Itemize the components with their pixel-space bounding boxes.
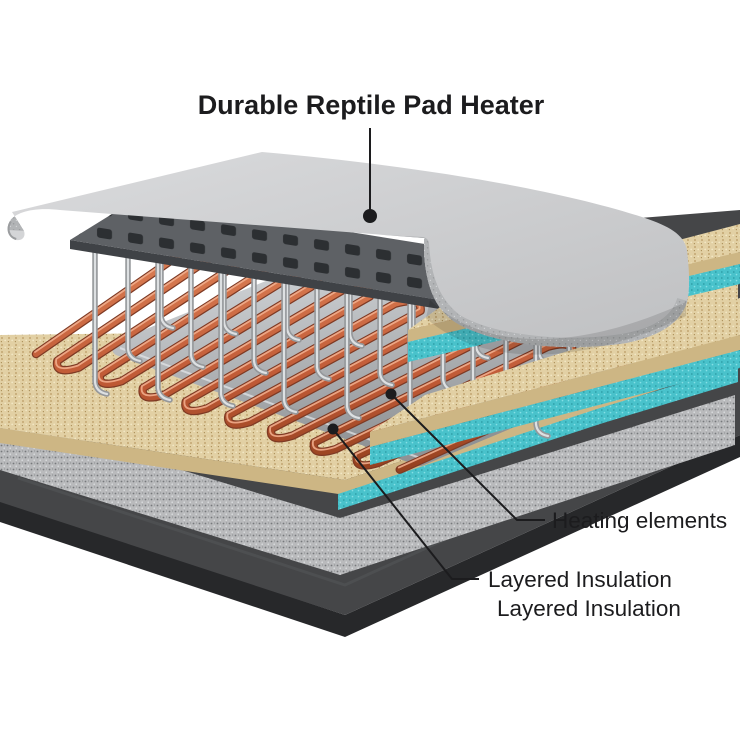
connector-pin bbox=[252, 245, 268, 375]
callout-layered-insulation: Layered Insulation Layered Insulation bbox=[327, 423, 681, 621]
callout-line-insulation bbox=[332, 428, 479, 580]
connector-pin bbox=[222, 218, 238, 336]
drape-shadow bbox=[426, 300, 686, 355]
callout-heating-elements: Heating elements bbox=[385, 388, 727, 533]
felt-insulation-layer bbox=[0, 395, 735, 575]
connector-pin bbox=[156, 252, 172, 402]
connector-pin bbox=[345, 282, 361, 420]
layered-insulation-label-1: Layered Insulation bbox=[488, 567, 672, 592]
foam-insulation-edge-lower bbox=[338, 366, 738, 510]
callout-dot-title bbox=[363, 209, 377, 223]
connector-pin bbox=[189, 235, 205, 369]
connector-pin bbox=[93, 242, 109, 396]
connector-pin bbox=[159, 208, 175, 330]
layered-insulation-label-2: Layered Insulation bbox=[497, 596, 681, 621]
connector-pin bbox=[282, 272, 298, 414]
top-pad-layer bbox=[7, 152, 690, 348]
connector-pin bbox=[378, 265, 394, 387]
connector-pin bbox=[285, 228, 301, 342]
connector-pin bbox=[534, 312, 550, 438]
connector-pin bbox=[126, 225, 142, 363]
diagram-title: Durable Reptile Pad Heater bbox=[198, 90, 545, 120]
callout-title: Durable Reptile Pad Heater bbox=[198, 90, 545, 223]
heating-elements-label: Heating elements bbox=[552, 508, 727, 533]
connector-pin bbox=[315, 255, 331, 381]
callout-line-heating bbox=[390, 393, 545, 521]
connector-pin bbox=[348, 238, 364, 348]
connector-pin bbox=[219, 262, 235, 408]
